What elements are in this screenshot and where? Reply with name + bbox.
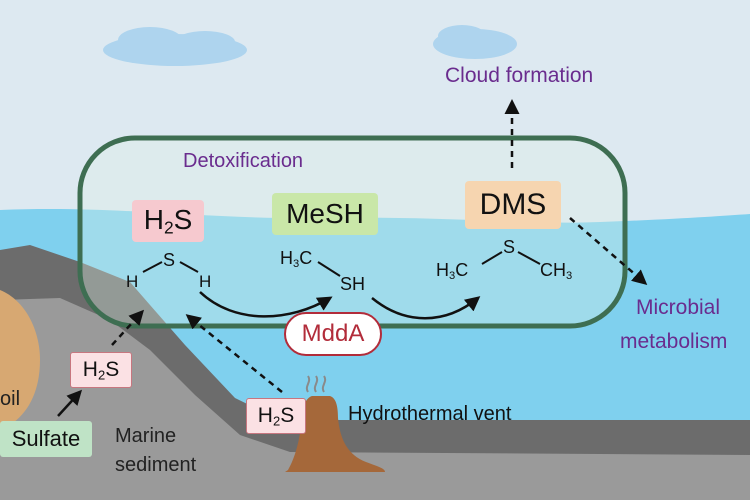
- dms-atom-h3c: H3C: [436, 260, 469, 282]
- h2s-compound-label: H2S: [143, 203, 193, 238]
- soil-h2s-box: H2S: [70, 352, 132, 388]
- dms-structure: [481, 251, 541, 265]
- vent-plume-icon: [305, 375, 327, 393]
- marine-sediment-layer: [0, 298, 750, 500]
- h2s-atom-h-right: H: [199, 272, 212, 291]
- dms-atom-ch3: CH3: [540, 260, 573, 282]
- mesh-atom-sh: SH: [340, 274, 366, 294]
- detoxification-label: Detoxification: [183, 150, 304, 172]
- vent-h2s-label: H2S: [257, 403, 295, 429]
- h2s-compound-box: H2S: [132, 200, 204, 242]
- vent-h2s-box: H2S: [246, 398, 306, 434]
- h2s-structure: [142, 261, 199, 273]
- soil-h2s-label: H2S: [82, 357, 120, 383]
- soil-label: oil: [0, 388, 21, 410]
- cloud-right: [433, 25, 517, 59]
- arrow-vent-h2s-to-cell: [185, 314, 283, 393]
- soil-layer: [0, 290, 40, 430]
- mesh-compound-box: MeSH: [272, 193, 378, 235]
- sediment-label: sediment: [115, 454, 197, 476]
- mesh-structure: [317, 261, 341, 277]
- dms-atom-s: S: [503, 237, 516, 257]
- dms-compound-box: DMS: [465, 181, 561, 229]
- reaction-arrow-mesh-to-dms: [371, 296, 481, 320]
- cloud-left: [103, 27, 247, 66]
- hydrothermal-vent: [285, 396, 385, 472]
- hydrothermal-vent-label: Hydrothermal vent: [348, 403, 512, 425]
- arrow-soil-h2s-to-cell: [111, 309, 145, 346]
- mesh-atom-ch3: H3C: [280, 248, 313, 270]
- arrow-sulfate-to-h2s: [57, 389, 83, 417]
- sulfate-box: Sulfate: [0, 421, 92, 457]
- reaction-arrow-h2s-to-mesh: [199, 291, 333, 318]
- mdda-enzyme-badge: MddA: [284, 312, 382, 356]
- h2s-atom-s: S: [163, 250, 176, 270]
- cloud-formation-label: Cloud formation: [445, 64, 594, 87]
- arrow-dms-to-microbial: [569, 217, 648, 285]
- metabolism-label: metabolism: [620, 330, 728, 353]
- marine-label: Marine: [115, 425, 177, 447]
- microbial-label: Microbial: [636, 296, 721, 319]
- h2s-atom-h-left: H: [126, 272, 139, 291]
